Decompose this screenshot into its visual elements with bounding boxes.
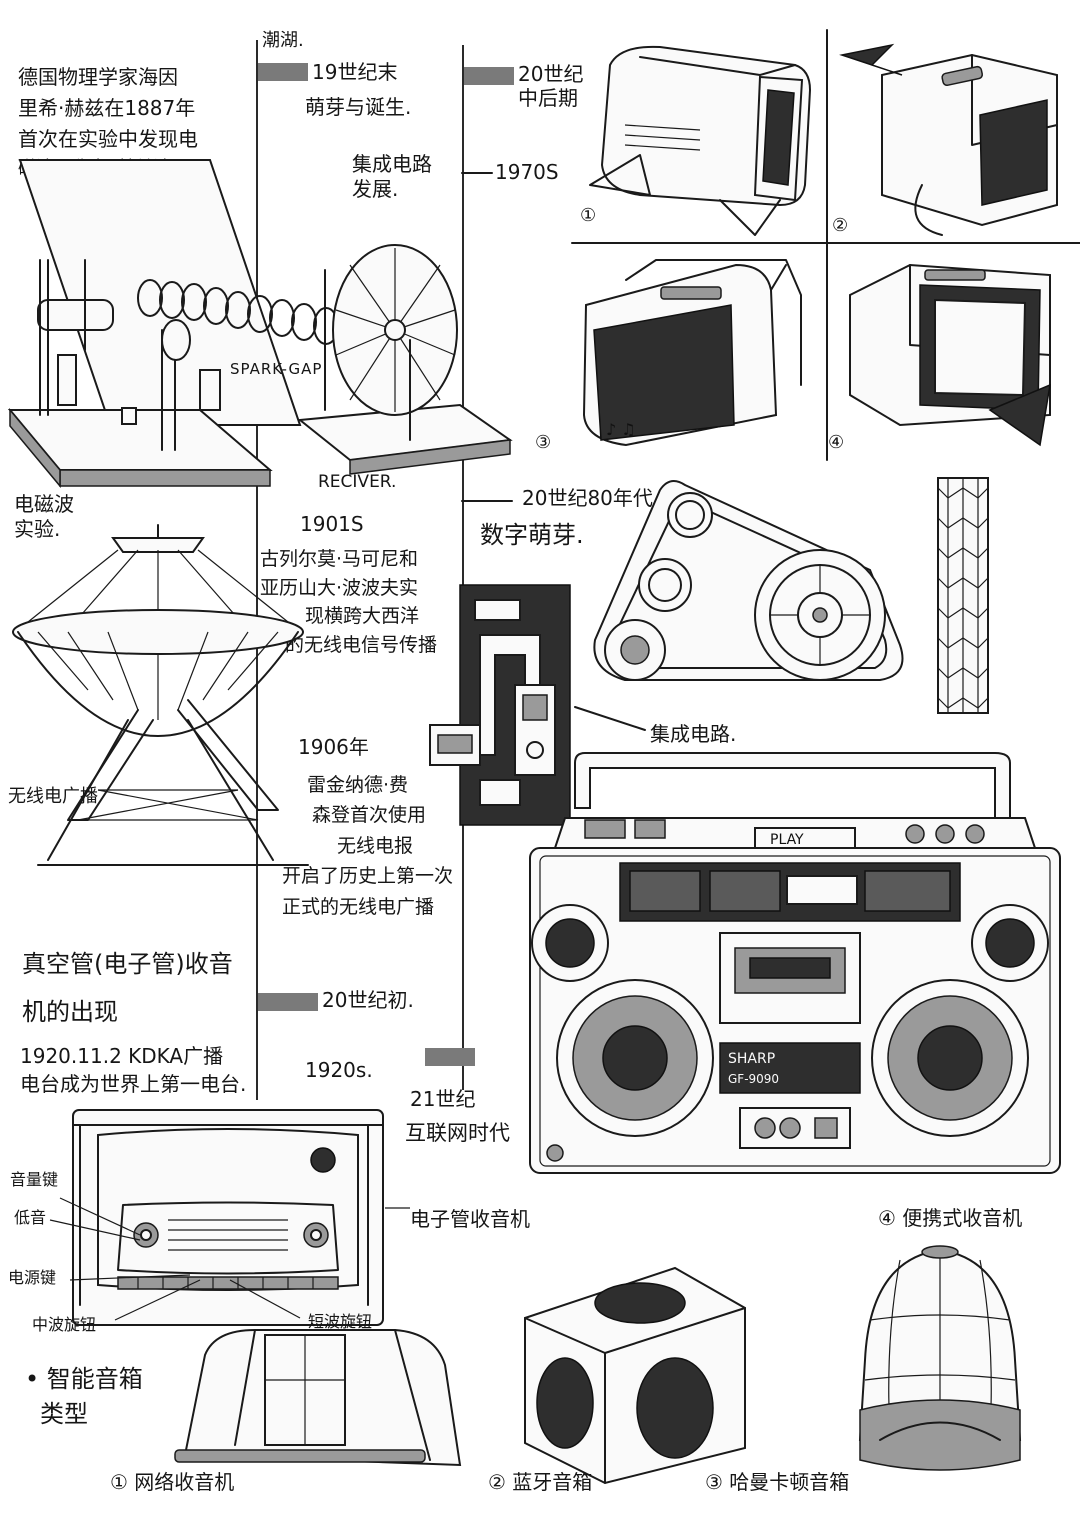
antenna-dish-sketch <box>12 524 309 866</box>
label-20c-mid: 20世纪 中后期 <box>518 62 584 110</box>
label-19c: 19世纪末 <box>312 60 398 84</box>
panel-num-3: ③ <box>535 432 552 453</box>
1980-leader <box>461 500 513 502</box>
left-timeline <box>256 40 258 1100</box>
vacuum-tube-title: 真空管(电子管)收音 机的出现 <box>22 950 233 1026</box>
em-experiment-label: 电磁波 实验. <box>14 492 74 541</box>
bluetooth-speaker-sketch <box>524 1266 746 1485</box>
tube-radio-sketch <box>72 1109 384 1326</box>
year-1980: 20世纪80年代 <box>522 486 653 510</box>
smart-speaker-type: • 智能音箱 类型 <box>25 1365 143 1428</box>
tube-radio-leaders <box>49 1197 410 1321</box>
year-1920: 1920s. <box>305 1058 373 1082</box>
ic-chip-sketch <box>429 584 571 826</box>
mw-label: 中波旋钮 <box>32 1315 97 1334</box>
year-1970: 1970S <box>495 160 559 184</box>
power-label: 电源键 <box>8 1268 57 1287</box>
reciver-label: RECIVER. <box>318 472 397 492</box>
net-radio-sketch <box>174 1329 462 1467</box>
marker-20c-mid <box>464 67 514 85</box>
digital-label: 数字萌芽. <box>480 521 584 549</box>
harman-label: ③ 哈曼卡顿音箱 <box>705 1470 850 1494</box>
marker-21c <box>425 1048 475 1066</box>
svg-text:PLAY: PLAY <box>770 832 804 848</box>
bass-label: 低音 <box>14 1208 47 1227</box>
panel-num-4: ④ <box>828 432 845 453</box>
year-1901: 1901S <box>300 512 364 536</box>
ic-develop: 集成电路 发展. <box>352 152 432 201</box>
radio-panel-1 <box>589 45 812 236</box>
harman-speaker-sketch <box>858 1245 1022 1471</box>
boombox-sketch: PLAY SHARP GF-9090 <box>529 752 1061 1174</box>
sw-label: 短波旋钮 <box>308 1312 373 1331</box>
volume-label: 音量键 <box>10 1170 59 1189</box>
net-radio-label: ① 网络收音机 <box>110 1470 235 1494</box>
svg-text:SHARP: SHARP <box>728 1051 775 1067</box>
year-1906: 1906年 <box>298 735 369 759</box>
text-1901: 古列尔莫·马可尼和 亚历山大·波波夫实 现横跨大西洋 的无线电信号传播 <box>260 548 438 656</box>
panel-grid-lines <box>571 29 1080 461</box>
text-1906: 雷金纳德·费 森登首次使用 无线电报 开启了历史上第一次 正式的无线电广播 <box>282 774 454 918</box>
top-label: 潮湖. <box>262 30 304 51</box>
marker-19c <box>258 63 308 81</box>
radio-panel-4 <box>849 263 1051 447</box>
radio-panel-3: ♪ ♫ <box>582 259 802 447</box>
label-19c-sub: 萌芽与诞生. <box>305 95 412 119</box>
right-timeline <box>462 45 464 1090</box>
spark-gap-label: SPARK-GAP <box>230 360 323 378</box>
panel-num-2: ② <box>832 215 849 236</box>
tire-tread-sketch <box>937 477 989 714</box>
marker-20c-early <box>258 993 318 1011</box>
ic-leader <box>574 706 646 731</box>
ic-label: 集成电路. <box>650 722 737 746</box>
label-21c: 21世纪 互联网时代 <box>405 1087 510 1145</box>
tube-radio-label: 电子管收音机 <box>410 1207 530 1231</box>
bt-speaker-label: ② 蓝牙音箱 <box>488 1470 593 1494</box>
kdka-text: 1920.11.2 KDKA广播 电台成为世界上第一电台. <box>20 1044 247 1096</box>
hertz-experiment-sketch <box>7 159 513 489</box>
svg-text:GF-9090: GF-9090 <box>728 1072 779 1086</box>
svg-text:♪ ♫: ♪ ♫ <box>606 420 636 439</box>
portable-radio-label: ④ 便携式收音机 <box>878 1206 1023 1230</box>
panel-num-1: ① <box>580 205 597 226</box>
label-20c-early: 20世纪初. <box>322 988 414 1012</box>
wireless-broadcast-label: 无线电广播 <box>8 786 98 807</box>
tracked-speaker-sketch <box>593 480 904 681</box>
radio-panel-2 <box>839 43 1058 236</box>
1970-leader <box>461 172 493 174</box>
